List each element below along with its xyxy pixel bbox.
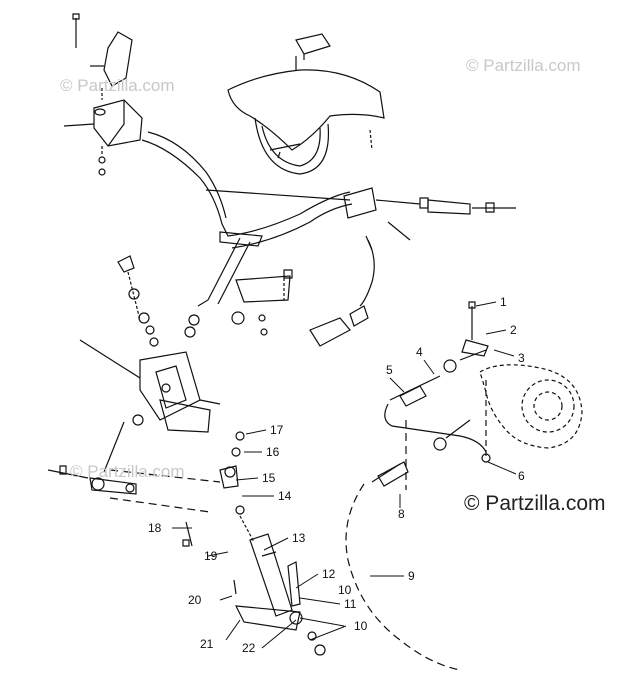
callout-16: 16	[266, 445, 280, 459]
callout-17: 17	[270, 423, 284, 437]
callout-18: 18	[148, 521, 162, 535]
screw-line	[388, 222, 410, 240]
engine-housing	[480, 365, 582, 448]
callout-11: 11	[344, 597, 357, 611]
leader-lines	[172, 302, 516, 648]
steering-post	[198, 232, 262, 306]
throttle-housing	[344, 188, 516, 218]
callout-4: 4	[416, 345, 423, 359]
mount-bracket	[90, 32, 132, 86]
callout-14: 14	[278, 489, 292, 503]
callout-1: 1	[500, 295, 507, 309]
callout-19: 19	[204, 549, 218, 563]
watermark-top-right: © Partzilla.com	[466, 56, 581, 75]
clamp-block	[64, 88, 142, 175]
callout-22: 22	[242, 641, 256, 655]
callout-10-top: 10	[338, 583, 352, 597]
callout-15: 15	[262, 471, 276, 485]
callout-8: 8	[398, 507, 405, 521]
callout-21: 21	[200, 637, 214, 651]
callout-9: 9	[408, 569, 415, 583]
callout-3: 3	[518, 351, 525, 365]
kill-switch	[310, 236, 374, 346]
watermark-middle: © Partzilla.com	[70, 462, 185, 481]
watermark-bottom: © Partzilla.com	[464, 492, 606, 515]
watermark-top-left: © Partzilla.com	[60, 76, 175, 95]
top-switch	[296, 34, 330, 60]
callout-12: 12	[322, 567, 336, 581]
callout-10-bottom: 10	[354, 619, 368, 633]
callout-6: 6	[518, 469, 525, 483]
tie-rod-link	[48, 466, 220, 512]
handlebar-cover	[228, 56, 384, 174]
hardware-stack-center	[185, 270, 292, 337]
steering-bracket	[80, 340, 220, 472]
top-bolt	[73, 14, 79, 48]
callout-2: 2	[510, 323, 517, 337]
callout-5: 5	[386, 363, 393, 377]
callout-20: 20	[188, 593, 202, 607]
callout-13: 13	[292, 531, 306, 545]
handlebar	[142, 132, 352, 248]
hardware-stack-left	[118, 256, 158, 346]
throttle-cable	[346, 302, 490, 670]
